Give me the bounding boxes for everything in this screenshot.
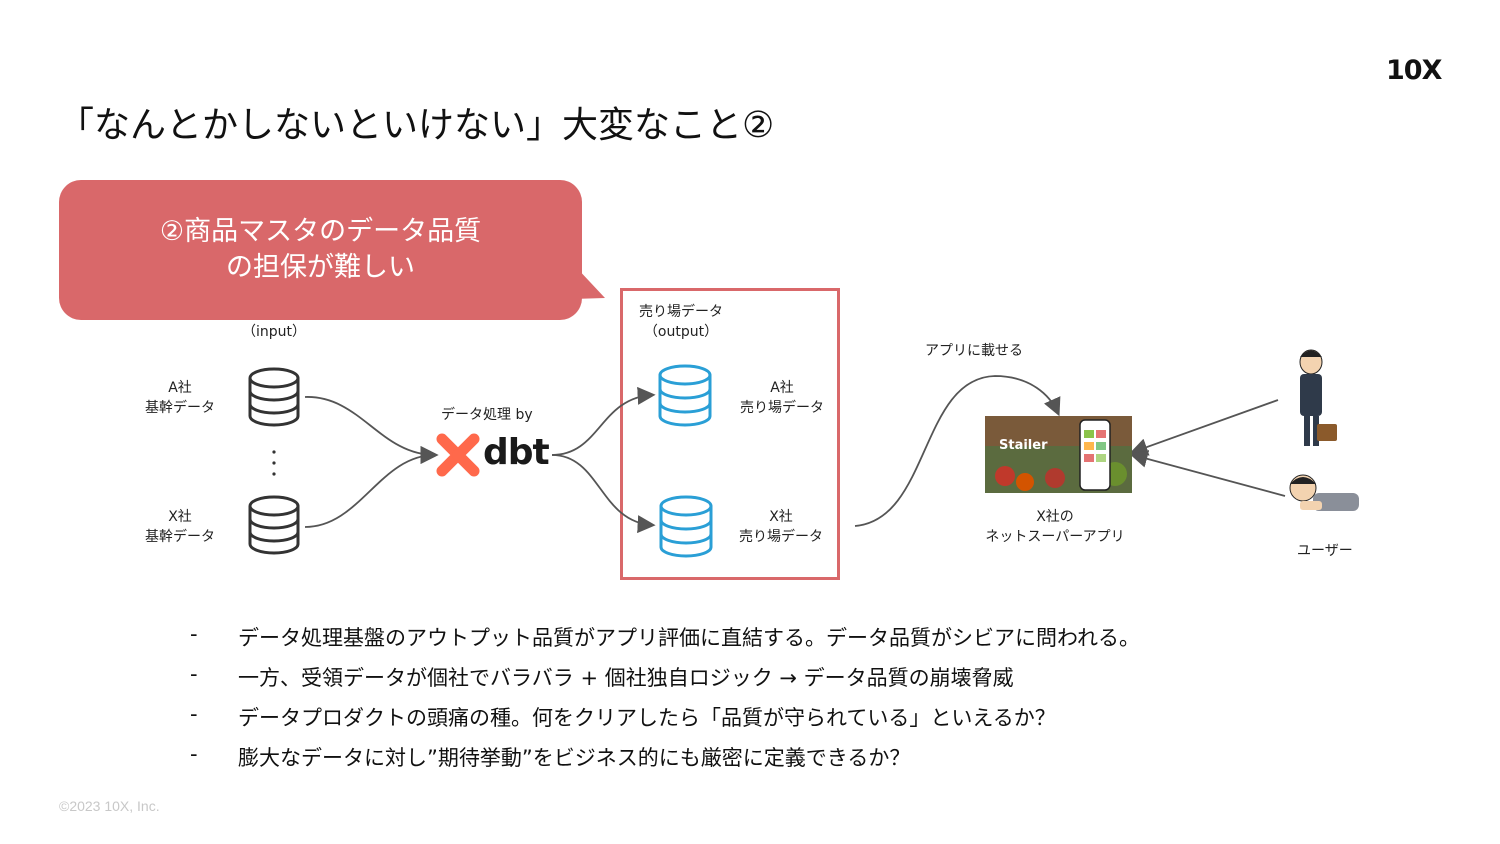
app-name: Stailer [999, 438, 1048, 453]
output-x-label: X社 売り場データ [735, 507, 827, 547]
publish-label: アプリに載せる [925, 343, 1023, 359]
callout-text: ②商品マスタのデータ品質 の担保が難しい [59, 214, 582, 286]
bullet-text: データ処理基盤のアウトプット品質がアプリ評価に直結する。データ品質がシビアに問わ… [238, 626, 1140, 650]
dbt-wordmark: dbt [483, 432, 550, 473]
arrow-user-1-to-app [1129, 399, 1279, 456]
output-a-data: 売り場データ [740, 400, 824, 416]
input-label: （input） [242, 324, 307, 340]
output-a-label: A社 売り場データ [736, 378, 828, 418]
process-label: データ処理 by [441, 407, 533, 423]
copyright-footer: ©2023 10X, Inc. [59, 798, 160, 814]
output-box [620, 288, 840, 580]
arrow-dbt-to-output-a [551, 386, 656, 456]
bullet-text: データプロダクトの頭痛の種。何をクリアしたら「品質が守られている」といえるか？ [238, 706, 1056, 730]
database-icon-input-x [248, 495, 300, 555]
bullet-item: - データ処理基盤のアウトプット品質がアプリ評価に直結する。データ品質がシビアに… [190, 622, 1140, 662]
slide-title: 「なんとかしないといけない」大変なこと② [58, 105, 775, 146]
users-label: ユーザー [1297, 543, 1353, 559]
bullet-item: - 膨大なデータに対し”期待挙動”をビジネス的にも厳密に定義できるか？ [190, 742, 1140, 782]
bullet-marker: - [190, 662, 198, 686]
bullet-item: - データプロダクトの頭痛の種。何をクリアしたら「品質が守られている」といえるか… [190, 702, 1140, 742]
database-icon-output-a [658, 364, 712, 427]
source-a-data: 基幹データ [145, 400, 215, 416]
bullet-text: 膨大なデータに対し”期待挙動”をビジネス的にも厳密に定義できるか？ [238, 746, 911, 770]
arrow-input-a-to-dbt [304, 396, 439, 464]
output-x-data: 売り場データ [739, 529, 823, 545]
bullet-marker: - [190, 742, 198, 766]
ellipsis-dots [272, 450, 276, 476]
output-x-company: X社 [769, 509, 793, 525]
database-icon-output-x [659, 495, 713, 558]
user-lying-icon [1289, 474, 1359, 511]
bullet-marker: - [190, 702, 198, 726]
database-icon-input-a [248, 367, 300, 427]
app-label-name: ネットスーパーアプリ [985, 529, 1125, 545]
app-label-company: X社の [1036, 509, 1074, 525]
output-a-company: A社 [770, 380, 794, 396]
source-x-data: 基幹データ [145, 529, 215, 545]
app-screenshot-image: Stailer [985, 416, 1132, 493]
bullet-marker: - [190, 622, 198, 646]
source-x-label: X社 基幹データ [140, 507, 220, 547]
bullet-item: - 一方、受領データが個社でバラバラ + 個社独自ロジック → データ品質の崩壊… [190, 662, 1140, 702]
source-a-company: A社 [168, 380, 192, 396]
app-label: X社の ネットスーパーアプリ [980, 507, 1130, 547]
user-standing-icon [1299, 349, 1337, 446]
output-label: （output） [643, 324, 719, 340]
source-x-company: X社 [168, 509, 192, 525]
callout-line-1: ②商品マスタのデータ品質 [159, 216, 482, 247]
dbt-logo-icon [436, 433, 480, 477]
bullet-list: - データ処理基盤のアウトプット品質がアプリ評価に直結する。データ品質がシビアに… [190, 622, 1140, 782]
callout-line-2: の担保が難しい [226, 252, 415, 283]
source-a-label: A社 基幹データ [140, 378, 220, 418]
arrow-user-2-to-app [1129, 450, 1286, 497]
output-title: 売り場データ [639, 304, 723, 320]
output-header: 売り場データ （output） [635, 302, 727, 342]
arrow-dbt-to-output-x [551, 454, 656, 534]
company-logo: 10X [1386, 55, 1442, 86]
arrow-output-to-app [854, 375, 1061, 527]
app-screenshot-art [985, 416, 1132, 493]
arrow-input-x-to-dbt [304, 446, 439, 528]
bullet-text: 一方、受領データが個社でバラバラ + 個社独自ロジック → データ品質の崩壊脅威 [238, 666, 1014, 690]
